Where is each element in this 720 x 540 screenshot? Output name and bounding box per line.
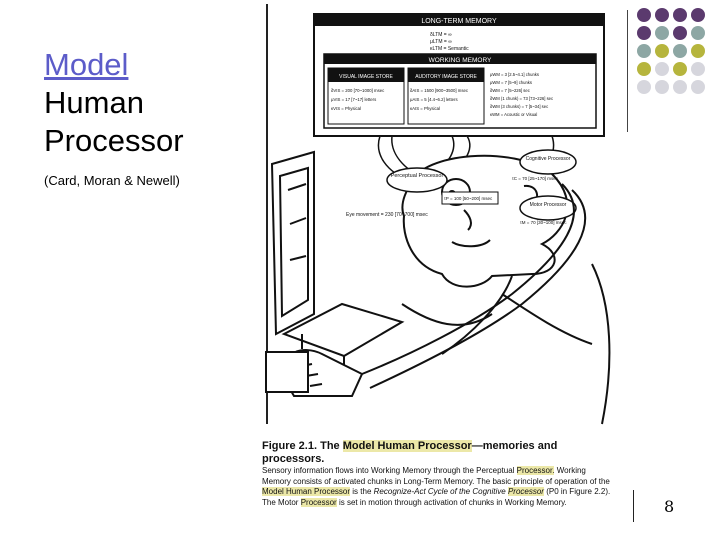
visual-store-label: VISUAL IMAGE STORE	[339, 74, 393, 80]
motor-processor-bubble: Motor Processor τM = 70 [30~100] msec	[519, 195, 577, 225]
wm-param-4: δWM (1 chunk) = 73 [73~226] sec	[490, 96, 553, 101]
cognitive-processor-bubble: Cognitive Processor τC = 70 [25~170] mse…	[512, 149, 577, 181]
wm-param-5: δWM (3 chunks) = 7 [5~34] sec	[490, 104, 548, 109]
decorative-dot	[673, 80, 687, 94]
slide-subtitle: (Card, Moran & Newell)	[44, 173, 180, 188]
caption-s2: Working Memory consists of activated chu…	[262, 466, 610, 486]
aud-param-2: μAIS = 5 [4.4~6.2] letters	[410, 97, 458, 102]
caption-s2-d: is set in motion through activation of c…	[338, 497, 567, 507]
decorative-dot	[637, 62, 651, 76]
decorative-dot	[637, 8, 651, 22]
decorative-dot	[691, 80, 705, 94]
decorative-dot	[637, 44, 651, 58]
ltm-param-1: δLTM = ∞	[430, 32, 452, 38]
auditory-store-label: AUDITORY IMAGE STORE	[415, 74, 477, 80]
cognitive-time: τC = 70 [25~170] msec	[512, 176, 559, 181]
page-number: 8	[664, 497, 675, 516]
wm-param-6: κWM = Acoustic or Visual	[490, 112, 537, 117]
decorative-dot	[691, 62, 705, 76]
decorative-dot	[691, 26, 705, 40]
divider-line-top	[627, 10, 628, 132]
eye-movement-label: Eye movement = 230 [70~700] msec	[346, 212, 428, 218]
title-line-human: Human	[44, 85, 144, 120]
perceptual-time: τP = 100 [50~200] msec	[444, 196, 493, 201]
caption-heading: Figure 2.1. The Model Human Processor—me…	[262, 440, 612, 466]
caption-s2-italic: Recognize-Act Cycle of the Cognitive	[373, 487, 506, 497]
wm-param-3: δWM = 7 [5~226] sec	[490, 88, 530, 93]
decorative-dot	[673, 44, 687, 58]
ltm-param-3: κLTM = Semantic	[430, 46, 469, 52]
head-drawing	[401, 154, 569, 288]
monitor-drawing	[270, 150, 405, 366]
caption-s2-highlight: Model Human Processor	[262, 487, 351, 497]
decorative-dot	[637, 80, 651, 94]
body-drawing	[265, 183, 611, 425]
wm-header: WORKING MEMORY	[429, 57, 492, 64]
decorative-dot	[637, 26, 651, 40]
caption-s1: Sensory information flows into Working M…	[262, 466, 515, 475]
caption-s2-c: (P0 in Figure 2.2). The Motor	[262, 487, 611, 507]
decorative-dot	[655, 62, 669, 76]
caption-body: Sensory information flows into Working M…	[262, 466, 610, 507]
aud-param-1: δAIS = 1500 [900~3500] msec	[410, 88, 469, 93]
vis-param-3: κVIS = Physical	[331, 106, 361, 111]
title-link-model[interactable]: Model	[44, 47, 129, 82]
caption-s2-highlight-2: Processor	[300, 497, 337, 507]
caption-s2-italic-highlight: Processor	[507, 487, 544, 497]
decorative-dot	[673, 62, 687, 76]
slide-title: Model Human Processor	[44, 46, 244, 160]
aud-param-3: κAIS = Physical	[410, 106, 440, 111]
vis-param-1: δVIS = 200 [70~1000] msec	[331, 88, 385, 93]
decorative-dot	[655, 80, 669, 94]
decorative-dot	[655, 26, 669, 40]
ltm-header: LONG-TERM MEMORY	[421, 18, 497, 25]
caption-head-rest: —memories and processors.	[262, 440, 558, 465]
caption-head-the: The	[320, 440, 340, 452]
caption-fig-label: Figure 2.1.	[262, 440, 318, 452]
perceptual-processor-bubble: Perceptual Processor τP = 100 [50~200] m…	[386, 167, 499, 205]
divider-line-bottom	[633, 490, 634, 522]
motor-label: Motor Processor	[530, 202, 567, 208]
decorative-dot	[673, 26, 687, 40]
caption-s1-highlight: Processor.	[516, 466, 555, 475]
decorative-dot	[691, 44, 705, 58]
ltm-param-2: μLTM = ∞	[430, 39, 452, 45]
perceptual-label: Perceptual Processor	[391, 173, 444, 179]
wm-param-1: μWM = 3 [2.5~4.1] chunks	[490, 72, 539, 77]
decorative-dot	[655, 44, 669, 58]
cognitive-label: Cognitive Processor	[526, 156, 571, 162]
wm-param-2: μWM = 7 [5~9] chunks	[490, 80, 532, 85]
long-term-memory-box: LONG-TERM MEMORY δLTM = ∞ μLTM = ∞ κLTM …	[313, 13, 605, 137]
motor-time: τM = 70 [30~100] msec	[520, 220, 567, 225]
vis-param-2: μVIS = 17 [7~17] letters	[331, 97, 376, 102]
caption-head-highlight: Model Human Processor	[342, 440, 472, 452]
decorative-dot	[673, 8, 687, 22]
decorative-dot	[691, 8, 705, 22]
title-line-processor: Processor	[44, 123, 184, 158]
model-human-processor-figure: LONG-TERM MEMORY δLTM = ∞ μLTM = ∞ κLTM …	[262, 4, 622, 436]
decorative-dot	[655, 8, 669, 22]
caption-s2-b: is the	[352, 487, 372, 497]
figure-caption: Figure 2.1. The Model Human Processor—me…	[262, 440, 612, 508]
